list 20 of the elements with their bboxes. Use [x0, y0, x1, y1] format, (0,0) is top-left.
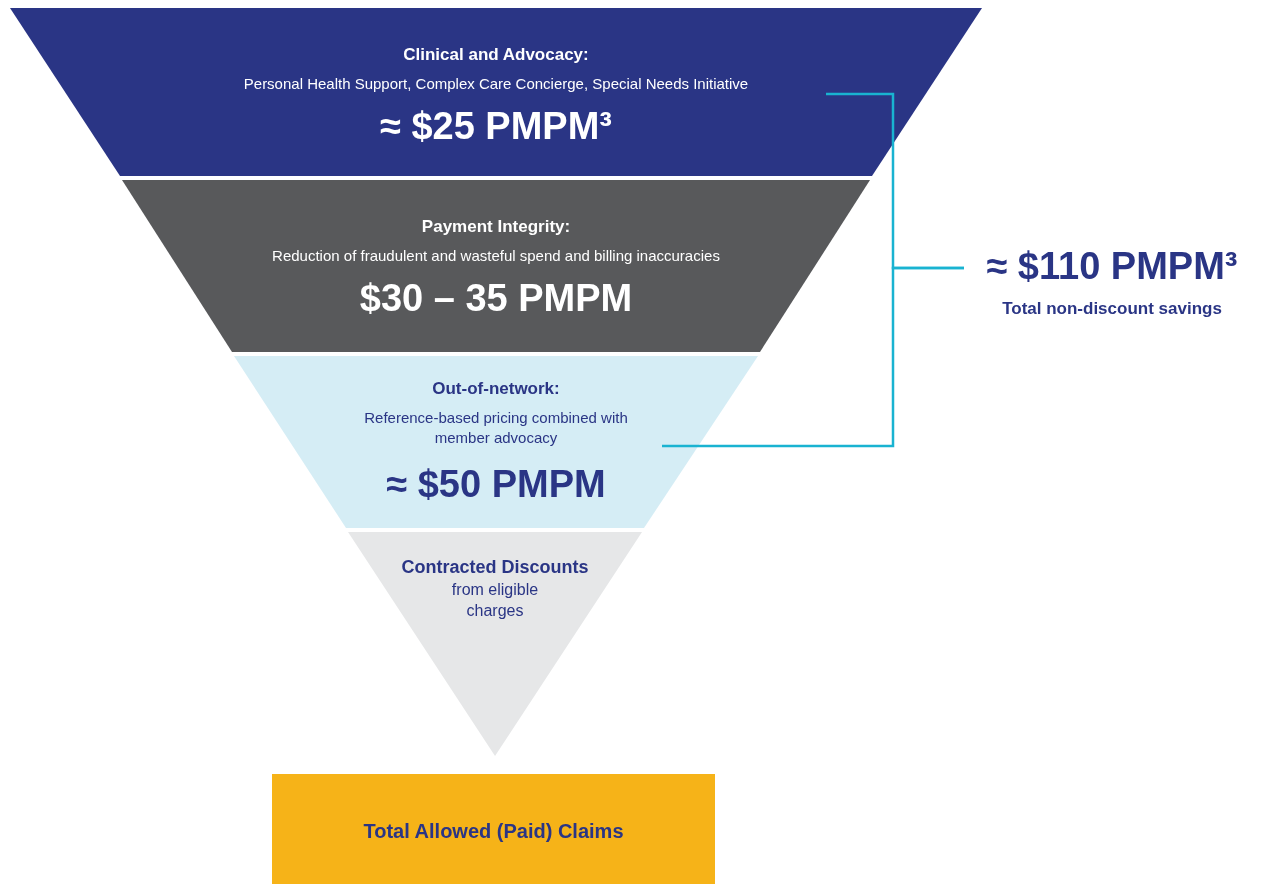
heading: Clinical and Advocacy: [403, 44, 589, 66]
heading: Contracted Discounts [401, 556, 589, 579]
description: Reduction of fraudulent and wasteful spend and billing inaccuracies [272, 246, 720, 266]
funnel-band [122, 180, 870, 352]
heading: Payment Integrity: [421, 216, 571, 238]
amount: ≈ $50 PMPM [386, 462, 606, 507]
heading: Out-of-network: [432, 378, 560, 400]
funnel-band [10, 8, 982, 176]
funnel-band [234, 356, 758, 528]
description: from eligible charges [450, 580, 540, 621]
description: Reference-based pricing combined with member advocacy [363, 408, 629, 447]
amount: ≈ $25 PMPM³ [380, 104, 612, 149]
description: Personal Health Support, Complex Care Concierge, Special Needs Initiative [243, 74, 749, 94]
claims-label: Total Allowed (Paid) Claims [363, 819, 624, 844]
bracket-connector [662, 266, 964, 448]
savings-amount: ≈ $110 PMPM³ [986, 244, 1238, 289]
amount: $30 – 35 PMPM [359, 276, 633, 321]
funnel-tip [348, 532, 642, 756]
total-claims-box [272, 774, 715, 884]
savings-caption: Total non-discount savings [1002, 298, 1222, 320]
